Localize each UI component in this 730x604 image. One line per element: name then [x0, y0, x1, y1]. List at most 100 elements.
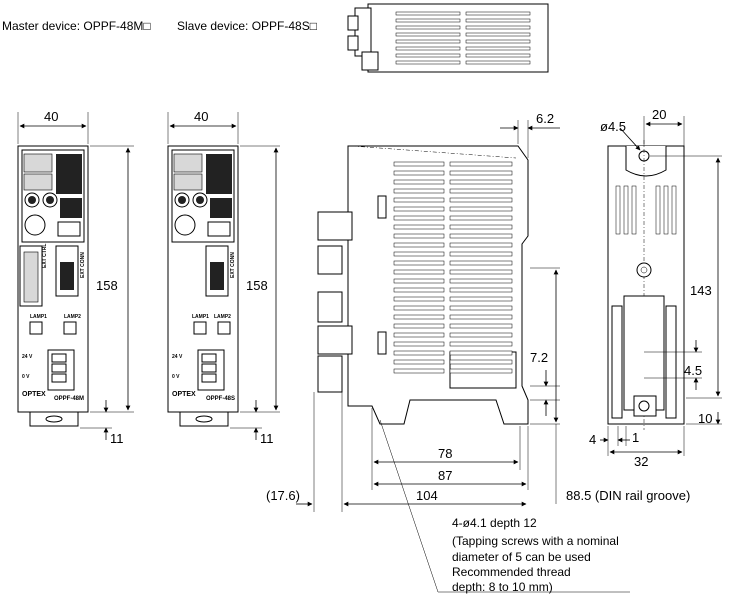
side-vent-slot: [393, 341, 445, 347]
rear-bottom-dimension: 10: [698, 411, 712, 426]
master-model-label: OPPF-48M: [54, 396, 84, 402]
rear-vent-slot: [663, 185, 669, 235]
tapping-note: 4-ø4.1 depth 12 (Tapping screws with a n…: [452, 516, 619, 594]
note-line-1: 4-ø4.1 depth 12: [452, 516, 537, 530]
side-vent-slot: [449, 278, 513, 284]
top-vent-slot: [465, 11, 531, 16]
rear-mid-dimension: 4.5: [684, 363, 702, 378]
side-vent-slot: [393, 296, 445, 302]
side-vent-slot: [449, 332, 513, 338]
slave-device-label: Slave device: OPPF-48S□: [177, 19, 317, 33]
master-ext-conn-label: EXT CONN: [80, 252, 86, 278]
side-vent-slot: [393, 197, 445, 203]
note-line-5: depth: 8 to 10 mm): [452, 580, 553, 594]
side-vent-slot: [393, 179, 445, 185]
side-vent-slot: [449, 314, 513, 320]
side-vent-slot: [393, 314, 445, 320]
side-87-dimension: 87: [438, 468, 452, 483]
top-vent-slot: [465, 25, 531, 30]
top-vent-slot: [465, 39, 531, 44]
side-vent-slot: [393, 359, 445, 365]
master-0v-label: 0 V: [22, 374, 30, 380]
side-vent-slot: [393, 269, 445, 275]
side-vent-slot: [393, 251, 445, 257]
side-vent-slot: [449, 179, 513, 185]
side-vent-slot: [449, 305, 513, 311]
rear-height-dimension: 143: [690, 283, 712, 298]
master-lamp2-label: LAMP2: [64, 314, 81, 320]
top-vent-slot: [465, 18, 531, 23]
front-view-slave: EXT CONN LAMP1 LAMP2 24 V 0 V OPTEX OPPF…: [167, 145, 239, 427]
rear-width-dimension: 32: [634, 454, 648, 469]
slave-ext-conn-label: EXT CONN: [230, 252, 236, 278]
slave-bottom-dimension: 11: [260, 431, 274, 446]
top-view: [347, 3, 549, 73]
top-vent-slot: [395, 11, 461, 16]
top-vent-slot: [395, 53, 461, 58]
front-view-master: EXT CTRL EXT CONN LAMP1 LAMP2 24 V 0 V O…: [17, 145, 89, 427]
side-vent-slot: [449, 224, 513, 230]
rear-top-dimension: 20: [652, 107, 666, 122]
side-vent-slot: [393, 242, 445, 248]
master-device-label: Master device: OPPF-48M□: [2, 19, 151, 33]
note-line-3: diameter of 5 can be used: [452, 550, 591, 564]
slave-0v-label: 0 V: [172, 374, 180, 380]
side-vent-slot: [449, 188, 513, 194]
side-vent-slot: [449, 233, 513, 239]
master-24v-label: 24 V: [22, 354, 33, 360]
side-vent-slot: [449, 287, 513, 293]
top-vent-slot: [395, 32, 461, 37]
side-vent-slot: [393, 287, 445, 293]
slave-24v-label: 24 V: [172, 354, 183, 360]
side-vent-slot: [393, 206, 445, 212]
side-vent-slot: [393, 332, 445, 338]
side-vent-slot: [393, 161, 445, 167]
side-vent-slot: [449, 206, 513, 212]
rear-vent-slot: [631, 185, 637, 235]
side-vent-slot: [449, 296, 513, 302]
front-dimensions: 40 158 11 40 158 11: [17, 109, 280, 446]
rear-one-dimension: 1: [632, 430, 639, 445]
side-left-dimension: (17.6): [266, 488, 300, 503]
slave-width-dimension: 40: [194, 109, 208, 124]
rear-left-dimension: 4: [589, 432, 596, 447]
slave-model-label: OPPF-48S: [206, 396, 235, 402]
rear-dimensions: ø4.5 20 143 4.5 10 32 4 1: [589, 107, 722, 469]
side-vent-slot: [449, 251, 513, 257]
side-vent-slot: [449, 260, 513, 266]
top-vent-slot: [395, 25, 461, 30]
rear-view: [607, 140, 685, 430]
side-vent-slot: [393, 305, 445, 311]
side-vent-slot: [393, 215, 445, 221]
rear-vent-slot: [615, 185, 621, 235]
master-brand: OPTEX: [22, 391, 46, 398]
side-vent-slot: [449, 359, 513, 365]
top-vent-slot: [465, 53, 531, 58]
side-vent-slot: [393, 170, 445, 176]
master-bottom-dimension: 11: [110, 431, 124, 446]
side-vent-slot: [449, 341, 513, 347]
din-groove-dimension: 88.5 (DIN rail groove): [566, 488, 690, 503]
top-vent-slot: [395, 39, 461, 44]
note-line-4: Recommended thread: [452, 565, 571, 579]
master-ext-ctrl-label: EXT CTRL: [42, 244, 48, 268]
slave-lamp2-label: LAMP2: [214, 314, 231, 320]
slave-brand: OPTEX: [172, 391, 196, 398]
side-small-dimension: 7.2: [530, 350, 548, 365]
side-vent-slot: [449, 215, 513, 221]
master-height-dimension: 158: [96, 278, 118, 293]
slave-lamp1-label: LAMP1: [192, 314, 209, 320]
side-vent-slot: [393, 260, 445, 266]
side-vent-slot: [449, 161, 513, 167]
top-vent-slot: [395, 46, 461, 51]
side-vent-slot: [393, 233, 445, 239]
side-vent-slot: [449, 368, 513, 374]
top-vent-slot: [395, 60, 461, 65]
master-lamp1-label: LAMP1: [30, 314, 47, 320]
side-vent-slot: [393, 350, 445, 356]
master-width-dimension: 40: [44, 109, 58, 124]
side-vent-slot: [449, 350, 513, 356]
top-vent-slot: [465, 46, 531, 51]
top-vent-slot: [465, 32, 531, 37]
